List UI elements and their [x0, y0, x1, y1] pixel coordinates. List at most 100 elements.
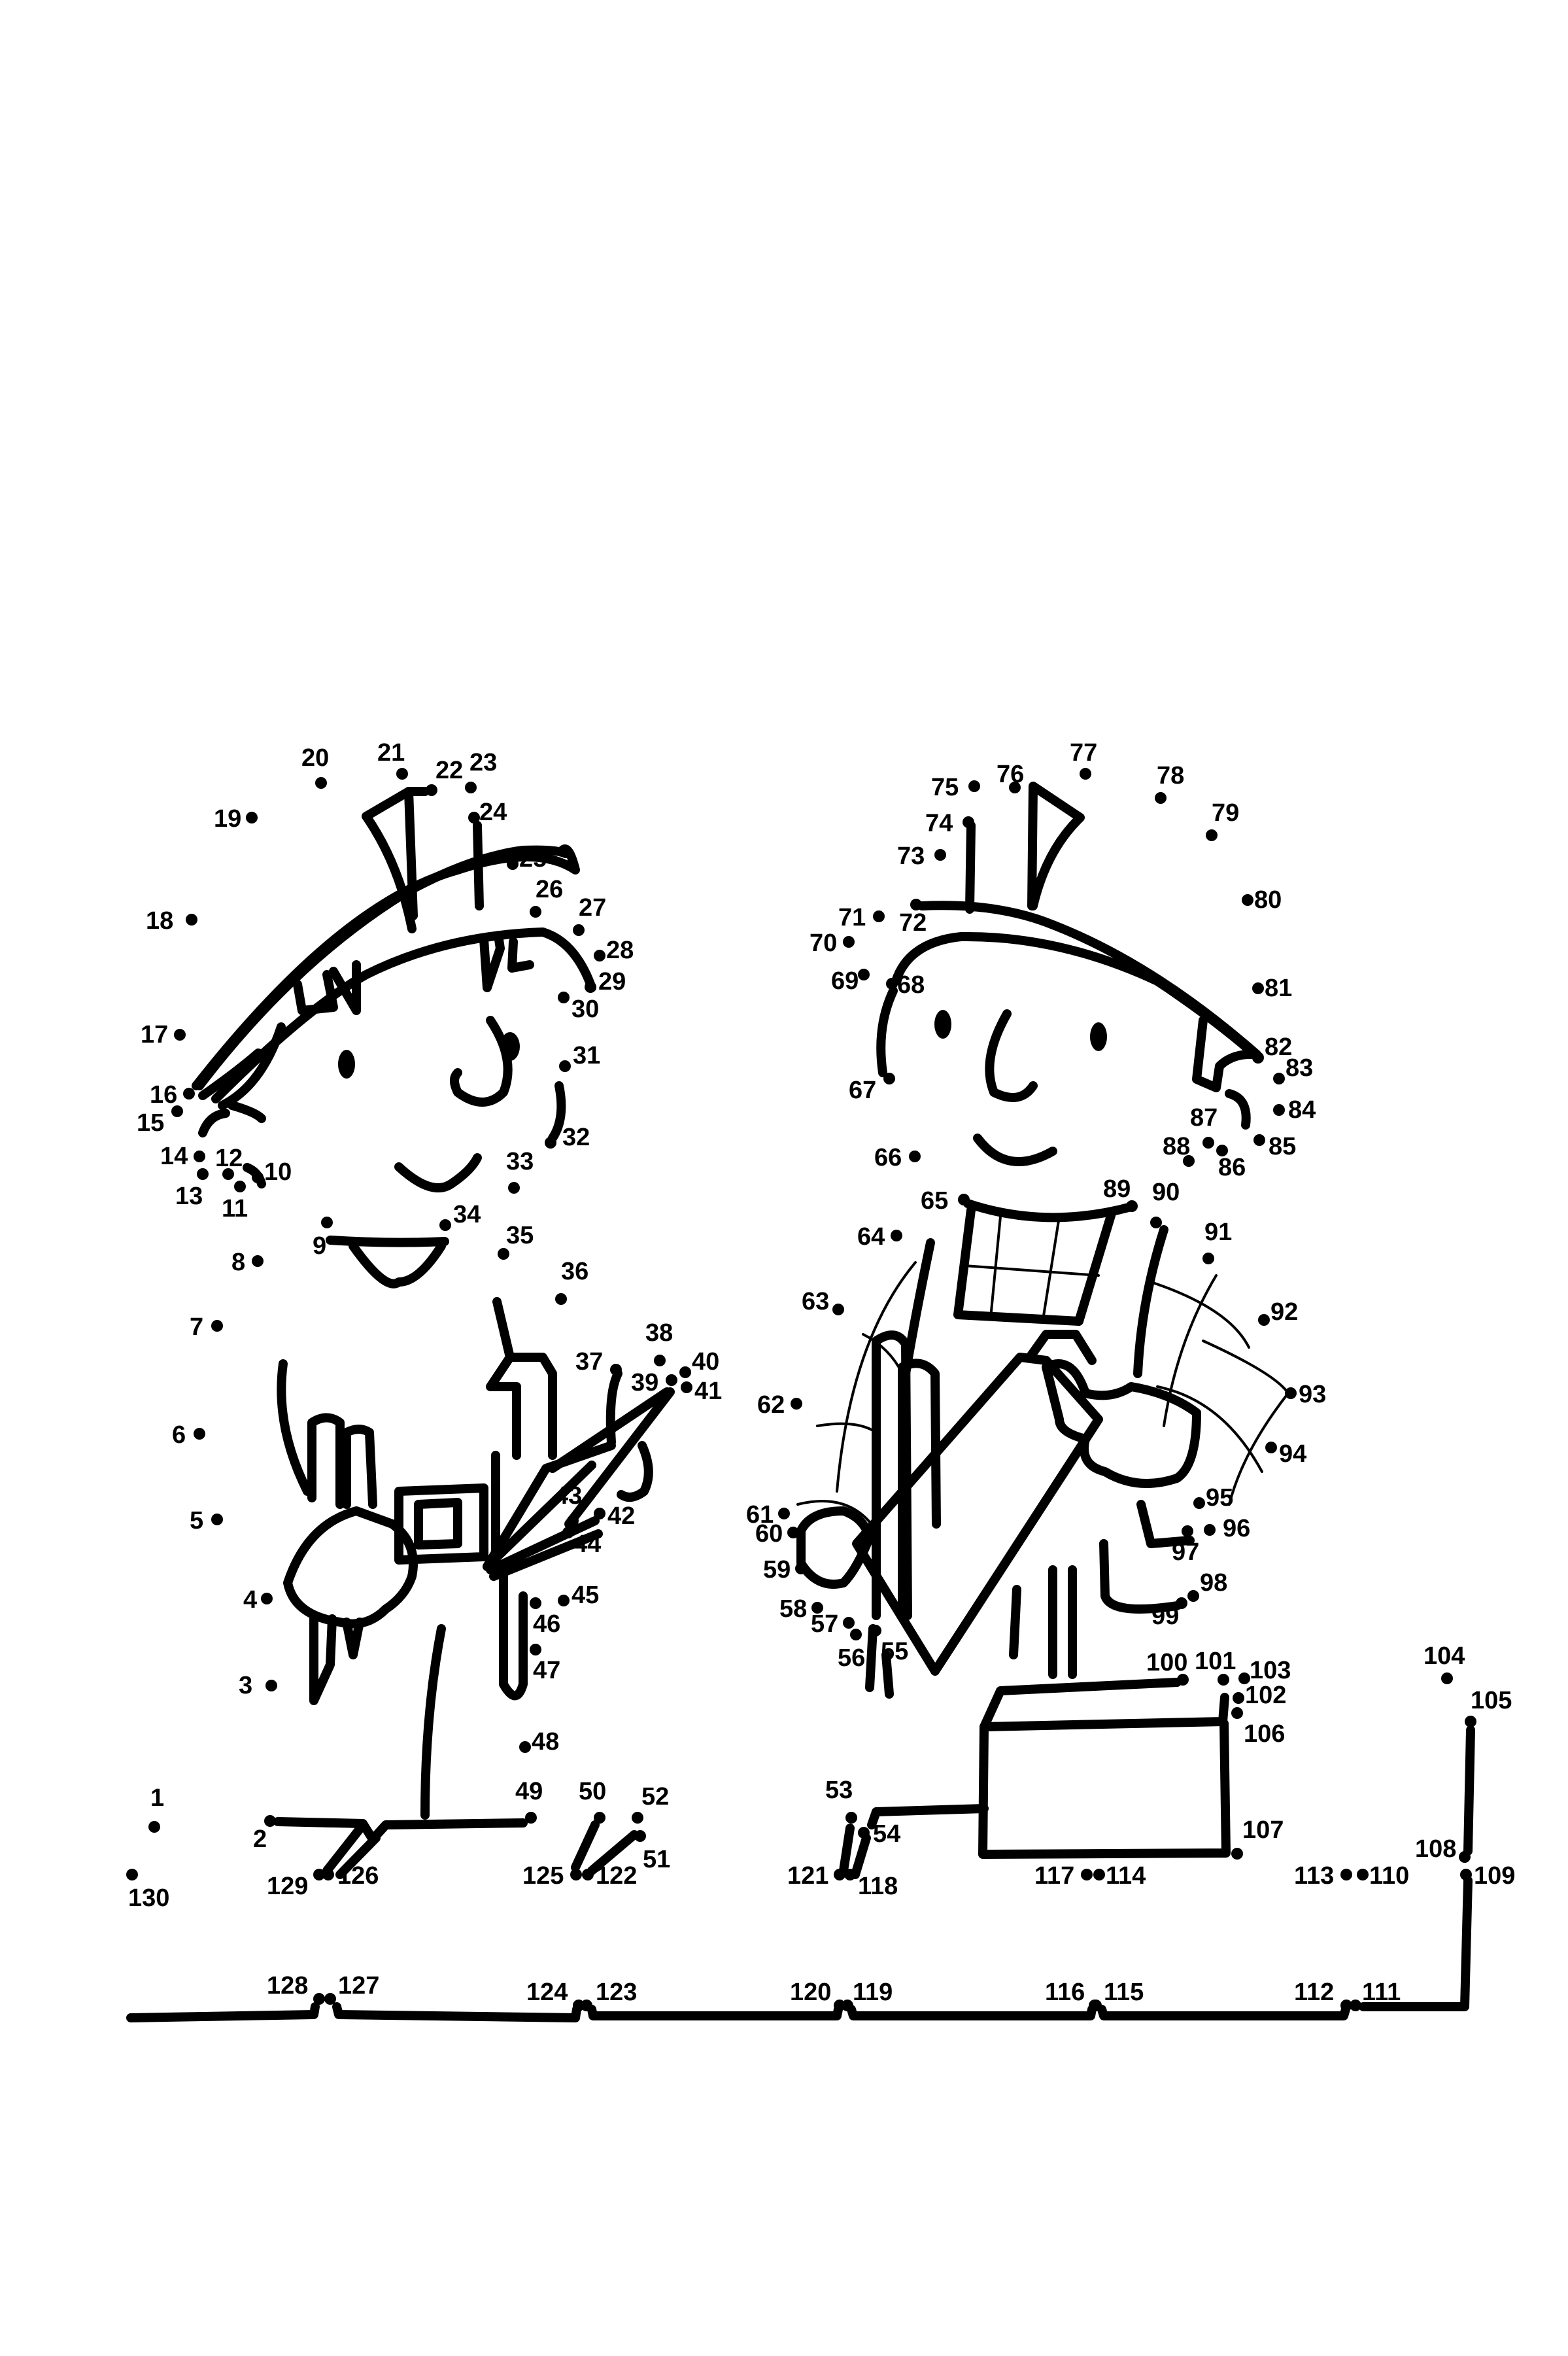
dot-marker: [211, 1320, 223, 1332]
dot-43: 43: [554, 1482, 582, 1527]
dot-number-label: 22: [435, 757, 463, 784]
dot-number-label: 106: [1244, 1720, 1285, 1748]
dot-39: 39: [631, 1369, 677, 1396]
right-left-sleeve-lines: [796, 1261, 917, 1532]
right-hat-tab: [1027, 782, 1085, 910]
left-hat-tab: [362, 787, 430, 933]
dot-number-label: 62: [757, 1391, 785, 1419]
dot-number-label: 64: [857, 1223, 885, 1251]
dot-number-label: 100: [1146, 1649, 1187, 1676]
dot-marker: [834, 2000, 845, 2011]
dot-marker: [1081, 1869, 1093, 1880]
dot-100: 100: [1146, 1649, 1189, 1686]
dot-number-label: 123: [596, 1979, 637, 2006]
dot-number-label: 75: [931, 774, 959, 801]
dot-number-label: 86: [1218, 1154, 1246, 1181]
dot-number-label: 114: [1106, 1862, 1146, 1890]
dot-marker: [252, 1255, 264, 1267]
dot-36: 36: [555, 1258, 588, 1305]
dot-number-label: 105: [1471, 1687, 1512, 1714]
dot-61: 61: [746, 1501, 790, 1529]
dot-number-label: 91: [1204, 1219, 1232, 1246]
dot-76: 76: [997, 761, 1024, 793]
dot-24: 24: [468, 799, 507, 826]
dot-73: 73: [897, 842, 946, 870]
left-smile: [394, 1153, 482, 1193]
dot-number-label: 3: [239, 1672, 252, 1699]
dot-number-label: 37: [575, 1348, 603, 1376]
dot-marker: [634, 1830, 646, 1842]
dot-63: 63: [802, 1288, 844, 1315]
dot-110: 110: [1357, 1862, 1409, 1890]
dot-number-label: 15: [137, 1109, 164, 1137]
dot-number-label: 39: [631, 1369, 658, 1396]
dot-marker: [844, 1869, 856, 1880]
dot-83: 83: [1273, 1054, 1313, 1084]
dot-marker: [968, 780, 980, 792]
dot-marker: [465, 782, 477, 793]
dot-91: 91: [1202, 1219, 1232, 1264]
dot-marker: [1080, 768, 1091, 780]
dot-marker: [171, 1105, 183, 1117]
dot-number-label: 56: [838, 1644, 865, 1672]
left-tool-handle-2: [342, 1425, 377, 1509]
dot-number-label: 94: [1279, 1440, 1306, 1468]
dot-13: 13: [175, 1168, 209, 1210]
dot-19: 19: [214, 805, 258, 833]
left-clipboard: [483, 1387, 675, 1571]
dot-number-label: 115: [1104, 1979, 1144, 2006]
dot-marker: [567, 1515, 579, 1527]
dot-15: 15: [137, 1105, 183, 1137]
dot-marker: [525, 1812, 537, 1824]
dot-number-label: 85: [1269, 1133, 1296, 1160]
dot-29: 29: [585, 968, 626, 996]
left-eye-left: [338, 1050, 355, 1079]
dot-marker: [910, 899, 922, 910]
dot-marker: [834, 1869, 845, 1880]
dot-marker: [186, 914, 197, 926]
dot-number-label: 118: [858, 1873, 898, 1900]
dot-marker: [594, 1508, 605, 1519]
dot-number-label: 38: [645, 1319, 673, 1347]
dot-number-label: 84: [1288, 1096, 1316, 1124]
dot-96: 96: [1204, 1515, 1250, 1542]
dot-number-label: 36: [561, 1258, 588, 1285]
dot-number-label: 68: [897, 971, 925, 999]
dot-number-label: 87: [1190, 1104, 1218, 1132]
dot-marker: [1206, 829, 1218, 841]
dot-number-label: 102: [1245, 1682, 1286, 1709]
dot-number-label: 112: [1294, 1979, 1334, 2006]
right-eye-right: [1090, 1022, 1107, 1051]
dot-number-label: 52: [641, 1783, 669, 1810]
dot-103: 103: [1238, 1657, 1291, 1684]
dot-number-label: 80: [1254, 886, 1282, 914]
dot-marker: [1265, 1442, 1277, 1453]
dot-marker: [1150, 1217, 1162, 1228]
dot-124: 124: [526, 1979, 585, 2011]
dot-41: 41: [681, 1377, 722, 1405]
dot-number-label: 116: [1045, 1979, 1085, 2006]
dot-57: 57: [811, 1610, 855, 1638]
dot-number-label: 128: [267, 1972, 308, 2000]
dot-marker: [1216, 1145, 1228, 1156]
dot-number-label: 19: [214, 805, 241, 833]
dot-27: 27: [573, 894, 606, 936]
right-smile: [973, 1134, 1057, 1166]
dot-marker: [1187, 1590, 1199, 1602]
dot-number-label: 7: [190, 1313, 203, 1341]
dot-marker: [211, 1514, 223, 1525]
dot-number-label: 65: [921, 1187, 948, 1215]
dot-number-label: 107: [1242, 1816, 1284, 1844]
dot-marker: [183, 1088, 195, 1100]
dot-number-label: 48: [532, 1728, 559, 1756]
dot-66: 66: [874, 1144, 921, 1171]
dot-92: 92: [1258, 1298, 1298, 1326]
toolbox-lid: [980, 1678, 1229, 1731]
dot-8: 8: [231, 1249, 264, 1276]
dot-number-label: 99: [1151, 1602, 1179, 1630]
dot-93: 93: [1285, 1381, 1326, 1408]
right-body-right: [1133, 1225, 1168, 1378]
dot-70: 70: [810, 929, 855, 957]
dot-3: 3: [239, 1672, 277, 1699]
dot-94: 94: [1265, 1440, 1306, 1468]
